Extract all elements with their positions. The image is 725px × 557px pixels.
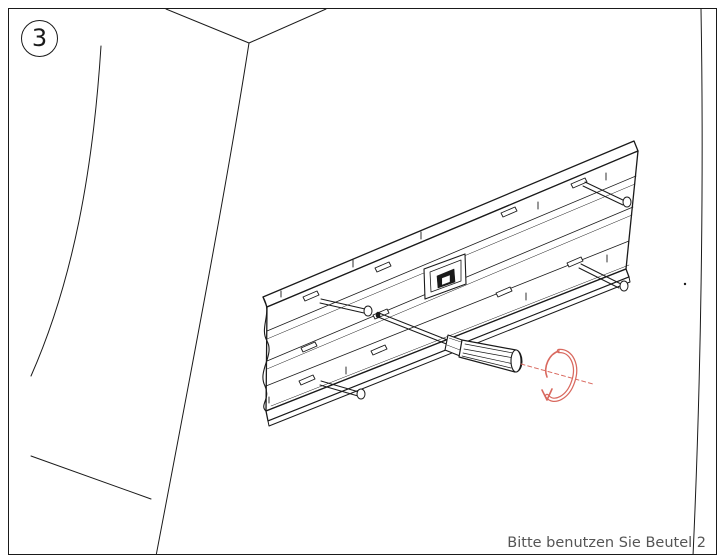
wall-outline xyxy=(30,9,703,554)
assembly-illustration xyxy=(30,9,703,554)
step-number: 3 xyxy=(31,24,48,52)
bag-caption: Bitte benutzen Sie Beutel 2 xyxy=(507,535,706,551)
stray-dot xyxy=(683,282,687,286)
screwdriver-icon xyxy=(375,311,523,373)
instruction-panel: 3 Bitte benutzen Sie Beutel 2 xyxy=(8,8,717,555)
wall-mount-bracket-icon xyxy=(262,140,639,427)
screw-icon xyxy=(319,181,632,400)
rotation-arrow-icon xyxy=(520,348,594,402)
step-number-badge: 3 xyxy=(21,20,58,57)
